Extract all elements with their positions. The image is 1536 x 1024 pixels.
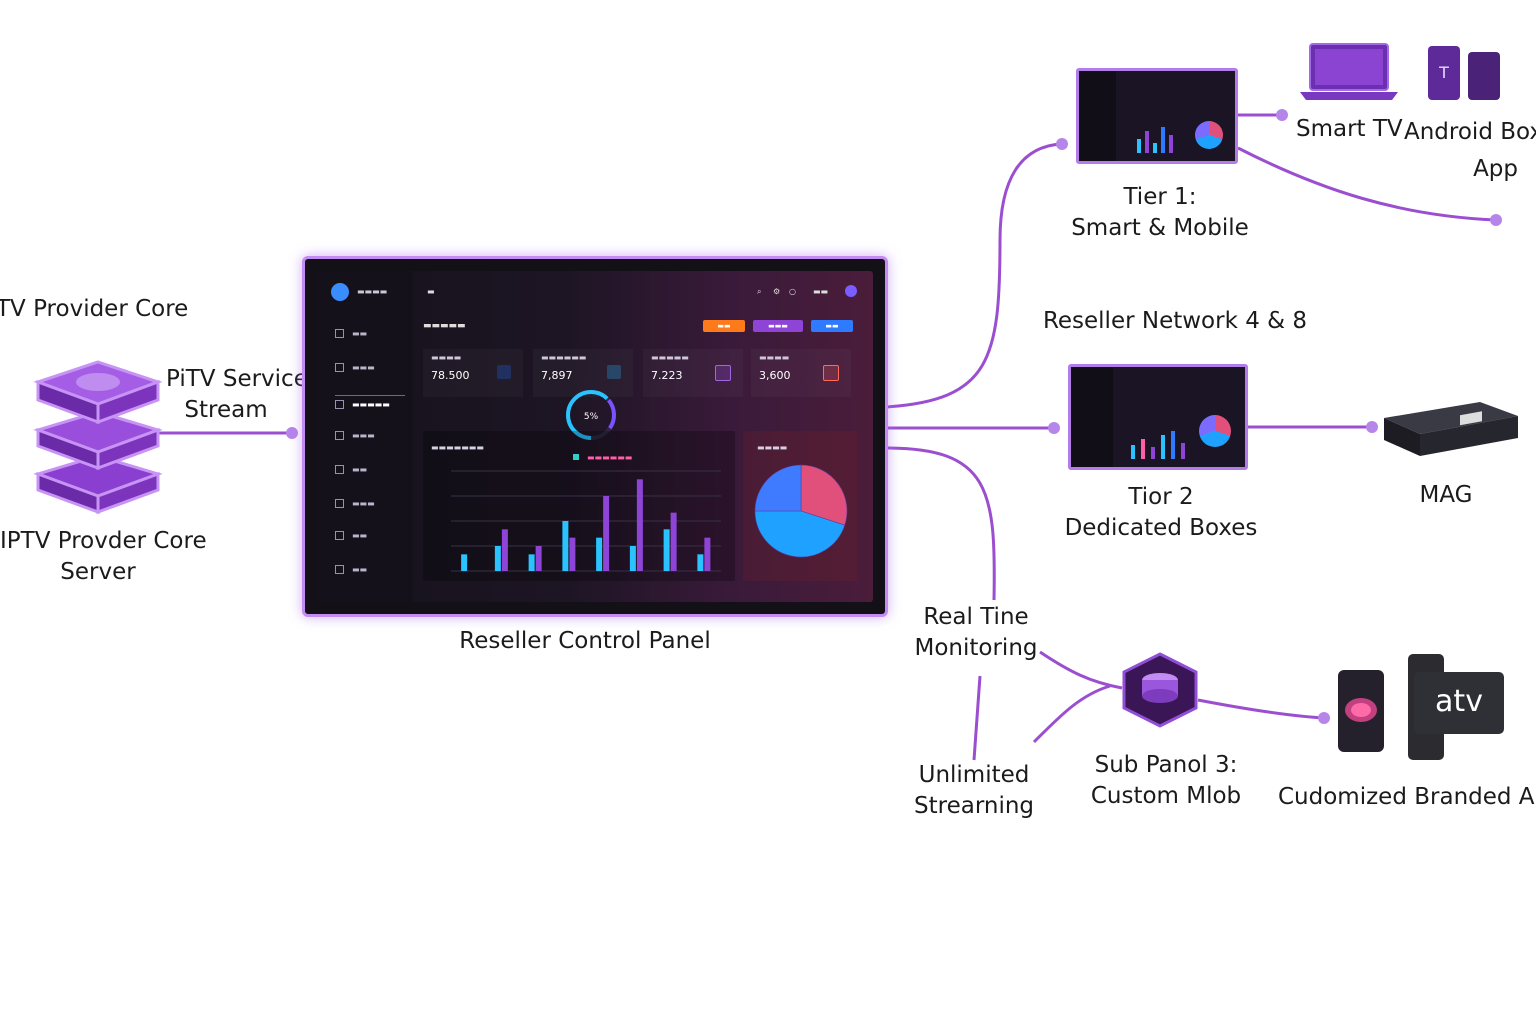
bar <box>663 529 670 571</box>
bar <box>629 546 636 571</box>
wire-panel-to-tier1 <box>885 142 1063 409</box>
action-button-blue[interactable]: ▬▬ <box>811 320 853 332</box>
search-icon[interactable]: ⌕ <box>757 287 762 296</box>
sidebar-item[interactable]: ▬▬ <box>335 329 405 343</box>
chart-title: ▬▬▬▬▬▬▬ <box>431 443 484 452</box>
mag-box-icon <box>1384 402 1518 456</box>
stat-card: ▬▬▬▬▬7.223 <box>643 349 743 397</box>
bar <box>636 479 643 571</box>
bar <box>461 554 468 571</box>
bar <box>697 554 704 571</box>
smart-tv-label: Smart TV <box>1296 116 1403 142</box>
book-icon <box>823 365 839 381</box>
page-heading: ▬▬▬▬▬ <box>423 321 466 331</box>
user-badge[interactable]: ▬▬ <box>813 287 829 296</box>
bar-chart <box>451 470 721 572</box>
music-icon <box>607 365 621 379</box>
reseller-network-label: Reseller Network 4 & 8 <box>1042 308 1308 334</box>
bar <box>596 537 603 571</box>
wire-subpanel-to-app <box>1197 698 1325 720</box>
mic-icon <box>497 365 511 379</box>
sub-panel-hexagon-icon <box>1122 652 1198 728</box>
sidebar-item[interactable]: ▬▬ <box>335 465 405 479</box>
bar <box>569 537 576 571</box>
android-box-icon: T <box>1428 46 1500 100</box>
bar <box>528 554 535 571</box>
chart-legend: ▬▬▬▬▬▬ <box>573 453 632 462</box>
branded-app-label: Cudomized Branded App <box>1278 784 1536 810</box>
sub-panel-label: Sub Panol 3:Custom Mlob <box>1090 752 1242 809</box>
sidebar-item[interactable]: ▬▬▬ <box>335 363 405 377</box>
pie-slice <box>800 464 848 526</box>
tier1-label: Tier 1:Smart & Mobile <box>1071 184 1249 241</box>
pie-chart-card: ▬▬▬▬ <box>743 431 857 581</box>
sidebar-item[interactable]: ▬▬▬ <box>335 431 405 445</box>
pie-chart <box>754 464 848 558</box>
sidebar-item[interactable]: ▬▬ <box>335 565 405 579</box>
svg-text:T: T <box>1438 63 1449 82</box>
panel-caption: Reseller Control Panel <box>459 628 711 654</box>
bar <box>535 546 542 571</box>
pie-slice <box>754 510 846 558</box>
bar <box>494 546 501 571</box>
tier1-dashboard-screen <box>1076 68 1238 164</box>
action-button-purple[interactable]: ▬▬▬ <box>753 320 803 332</box>
panel-logo-icon <box>331 283 349 301</box>
core-title: TV Provider Core <box>0 296 189 322</box>
pie-title: ▬▬▬▬ <box>757 443 788 452</box>
bar <box>670 512 677 571</box>
node-dot <box>1318 712 1330 724</box>
sidebar-item[interactable]: ▬▬ <box>335 531 405 545</box>
notification-icon[interactable]: ○ <box>789 287 796 296</box>
gauge-ring: 5% <box>566 390 616 440</box>
wire-unlimited-to-subpanel <box>1032 684 1111 744</box>
node-dot <box>1490 214 1502 226</box>
wire-monitoring-down <box>972 675 982 761</box>
node-dot <box>1366 421 1378 433</box>
server-stack-icon <box>33 360 163 515</box>
stat-card: ▬▬▬▬78.500 <box>423 349 523 397</box>
settings-icon[interactable]: ⚙ <box>773 287 781 296</box>
laptop-icon <box>1300 43 1398 100</box>
node-dot <box>1276 109 1288 121</box>
pie-slice <box>754 464 802 512</box>
panel-sidebar: ▬▬▬▬ ▬▬ ▬▬▬ ▬▬▬▬▬ ▬▬▬ ▬▬ ▬▬▬ ▬▬ ▬▬ <box>317 271 413 602</box>
action-button-orange[interactable]: ▬▬ <box>703 320 745 332</box>
svg-text:5%: 5% <box>584 412 599 422</box>
bar-chart-card: ▬▬▬▬▬▬▬ ▬▬▬▬▬▬ <box>423 431 735 581</box>
stat-card: ▬▬▬▬3,600 <box>751 349 851 397</box>
menu-icon[interactable]: ▬ <box>427 287 435 296</box>
sidebar-item[interactable]: ▬▬▬ <box>335 499 405 513</box>
node-dot <box>1048 422 1060 434</box>
bar <box>562 521 569 571</box>
atv-logo-box: atv <box>1414 672 1504 734</box>
bar <box>603 496 610 571</box>
node-dot <box>1056 138 1068 150</box>
sidebar-item[interactable]: ▬▬▬▬▬ <box>335 395 405 414</box>
avatar[interactable] <box>845 285 857 297</box>
bar <box>704 537 711 571</box>
node-dot <box>286 427 298 439</box>
phone-app-icon <box>1338 670 1384 752</box>
wire-tier1-to-android <box>1237 146 1497 222</box>
bar <box>501 529 508 571</box>
panel-brand: ▬▬▬▬ <box>357 287 388 296</box>
stat-card: ▬▬▬▬▬▬7,897 <box>533 349 633 397</box>
tier2-dashboard-screen <box>1068 364 1248 470</box>
wire-monitoring-to-subpanel <box>1039 650 1123 690</box>
document-icon <box>715 365 731 381</box>
mag-label: MAG <box>1419 482 1473 508</box>
wire-panel-to-monitoring <box>885 446 996 601</box>
reseller-control-panel: ▬▬▬▬ ▬▬ ▬▬▬ ▬▬▬▬▬ ▬▬▬ ▬▬ ▬▬▬ ▬▬ ▬▬ ▬ ⌕ ⚙… <box>302 256 888 617</box>
